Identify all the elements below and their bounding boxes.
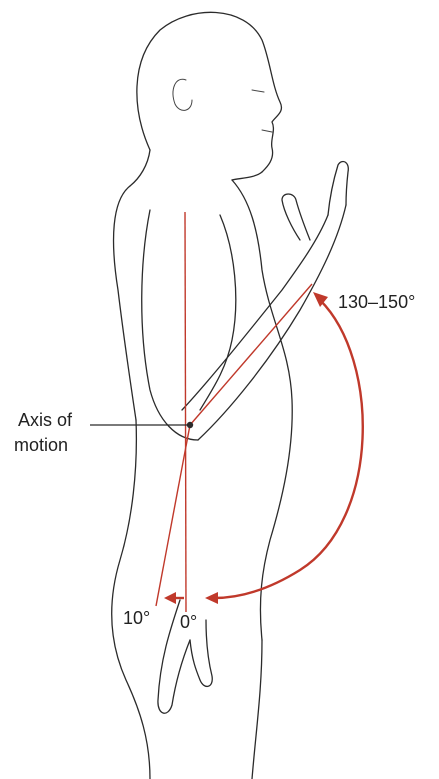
ear-outline bbox=[173, 79, 192, 110]
flexion-arc-head-bottom bbox=[205, 592, 218, 604]
forearm-top bbox=[198, 205, 346, 440]
shoulder-outline bbox=[114, 186, 136, 420]
thumb-outline bbox=[282, 194, 310, 240]
neck-front-outline bbox=[232, 172, 262, 180]
flexion-axis-line bbox=[190, 284, 312, 425]
extension-arrow-head bbox=[164, 592, 176, 604]
neutral-range-label: 0° bbox=[180, 610, 197, 634]
head-outline bbox=[137, 12, 282, 172]
upper-arm-back bbox=[142, 210, 198, 440]
back-outline bbox=[112, 420, 150, 779]
thigh-front-outline bbox=[252, 640, 262, 779]
eye-line bbox=[252, 90, 264, 92]
flexion-range-label: 130–150° bbox=[338, 290, 415, 314]
upper-arm-front bbox=[200, 215, 236, 410]
chest-outline bbox=[232, 180, 292, 640]
axis-of-motion-label-line1: Axis of bbox=[18, 408, 72, 432]
neutral-axis-line bbox=[185, 212, 186, 612]
extension-range-label: 10° bbox=[123, 606, 150, 630]
neck-back-outline bbox=[130, 150, 150, 186]
axis-of-motion-label-line2: motion bbox=[14, 433, 68, 457]
flexion-arc bbox=[214, 300, 363, 598]
mouth-line bbox=[262, 130, 272, 132]
forearm-bottom bbox=[182, 215, 328, 410]
extension-axis-line bbox=[156, 425, 190, 606]
